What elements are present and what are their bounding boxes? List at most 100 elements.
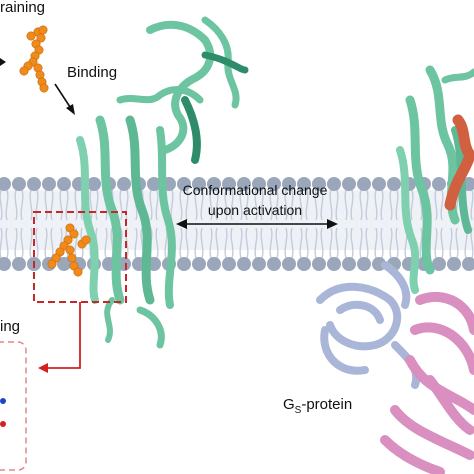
lipid-head <box>0 257 11 271</box>
ligand-bead <box>19 66 29 76</box>
lipid-tail <box>179 189 183 221</box>
lipid-tail <box>104 227 108 259</box>
binding-site-box <box>33 211 127 303</box>
gs-suffix: -protein <box>301 396 353 413</box>
ligand-bead <box>38 25 48 35</box>
lipid-tail <box>14 227 18 259</box>
receptor-inactive <box>76 16 249 349</box>
ligand-bead <box>69 229 79 239</box>
lipid-tail <box>215 189 219 221</box>
lipid-head <box>432 257 446 271</box>
lipid-head <box>327 177 341 191</box>
binding-arrow <box>54 83 73 111</box>
callout-dot-blue <box>0 398 6 404</box>
lipid-tail <box>470 189 474 221</box>
lipid-head <box>342 177 356 191</box>
lipid-tail <box>344 227 348 259</box>
lipid-tail <box>254 227 258 259</box>
lipid-tail <box>239 189 243 221</box>
lipid-tail <box>209 227 213 259</box>
lipid-tail <box>35 227 39 259</box>
lipid-tail <box>440 189 444 221</box>
lipid-tail <box>419 227 423 259</box>
lipid-tail <box>245 227 249 259</box>
lipid-tail <box>125 189 129 221</box>
lipid-head <box>387 177 401 191</box>
lipid-head <box>87 177 101 191</box>
lipid-tail <box>305 189 309 221</box>
lipid-tail <box>194 227 198 259</box>
ligand-bead <box>65 245 75 255</box>
lipid-tail <box>314 227 318 259</box>
lipid-head <box>177 177 191 191</box>
lipid-tail <box>374 189 378 221</box>
lipid-tail <box>269 189 273 221</box>
lipid-tail <box>350 189 354 221</box>
lipid-tail <box>5 189 9 221</box>
conformational-change-label: Conformational change upon activation <box>165 180 345 220</box>
lipid-tail <box>275 227 279 259</box>
lipid-tail <box>290 189 294 221</box>
bound-agonist <box>444 114 474 211</box>
lipid-tail <box>20 227 24 259</box>
lipid-tail <box>380 227 384 259</box>
lipid-head <box>12 257 26 271</box>
lipid-tail <box>20 189 24 221</box>
lipid-tail <box>134 227 138 259</box>
lipid-tail <box>284 189 288 221</box>
lipid-tail <box>344 189 348 221</box>
lipid-tail <box>440 227 444 259</box>
binding-label: Binding <box>67 64 118 81</box>
lipid-tail <box>320 189 324 221</box>
lipid-head <box>27 177 41 191</box>
lipid-tail <box>434 227 438 259</box>
lipid-tail <box>194 189 198 221</box>
lipid-tail <box>95 189 99 221</box>
lipid-tail <box>14 189 18 221</box>
lipid-head <box>117 177 131 191</box>
lipid-head <box>147 177 161 191</box>
lipid-tail <box>149 189 153 221</box>
lipid-head <box>177 257 191 271</box>
lipid-head <box>312 177 326 191</box>
lipid-tail <box>320 227 324 259</box>
lipid-head <box>327 257 341 271</box>
g-protein-beta <box>380 291 474 474</box>
lipid-head <box>12 177 26 191</box>
lipid-tail <box>185 189 189 221</box>
lipid-tail <box>50 189 54 221</box>
lipid-head <box>462 257 474 271</box>
left-edge-arrow <box>0 58 6 66</box>
ligand-bead <box>47 259 57 269</box>
lipid-head <box>297 257 311 271</box>
lipid-tail <box>359 189 363 221</box>
lipid-tail <box>269 227 273 259</box>
lipid-tail <box>365 189 369 221</box>
lipid-head <box>297 177 311 191</box>
detail-callout-box <box>0 341 27 471</box>
lipid-tail <box>350 227 354 259</box>
lipid-head <box>342 257 356 271</box>
lipid-tail <box>224 227 228 259</box>
lipid-head <box>42 177 56 191</box>
lipid-tail <box>335 227 339 259</box>
lipid-tail <box>389 227 393 259</box>
lipid-head <box>282 257 296 271</box>
lipid-tail <box>380 189 384 221</box>
lipid-tail <box>215 227 219 259</box>
lipid-tail <box>179 227 183 259</box>
conformational-arrowhead-right <box>327 219 338 229</box>
lipid-head <box>207 177 221 191</box>
lipid-tail <box>185 227 189 259</box>
lipid-tail <box>374 227 378 259</box>
lipid-tail <box>200 189 204 221</box>
lipid-tail <box>305 227 309 259</box>
lipid-tail <box>260 227 264 259</box>
lipid-tail <box>155 189 159 221</box>
gs-subscript: S <box>294 405 302 416</box>
ligand-bead <box>67 253 77 263</box>
lipid-head <box>207 257 221 271</box>
lipid-head <box>57 257 71 271</box>
lipid-head <box>267 177 281 191</box>
lipid-head <box>222 257 236 271</box>
